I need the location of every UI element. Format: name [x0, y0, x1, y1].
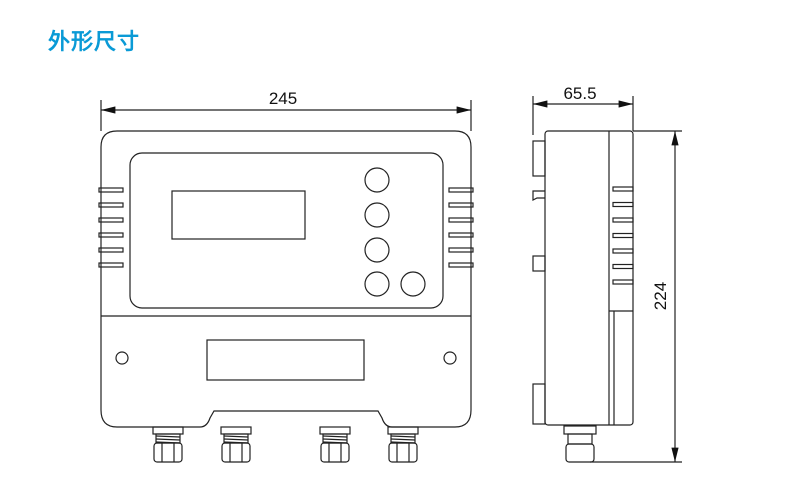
cable-glands: [152, 426, 419, 463]
terminal-cover: [206, 339, 365, 381]
button: [364, 237, 390, 263]
button: [364, 202, 390, 228]
vent-slot: [612, 279, 634, 285]
vent-slot: [448, 232, 474, 238]
display-panel: [129, 152, 444, 309]
vent-slot: [612, 232, 634, 239]
cable-gland: [220, 426, 252, 463]
cable-gland: [387, 426, 419, 463]
vent-slot: [448, 217, 474, 223]
vent-slot: [98, 217, 124, 223]
vent-slot: [612, 248, 634, 254]
vent-slot: [448, 262, 474, 268]
button: [364, 167, 390, 193]
vent-slot: [612, 186, 634, 192]
vent-slot: [612, 217, 634, 223]
vent-slot: [448, 202, 474, 208]
vent-slot: [98, 232, 124, 238]
button: [364, 271, 390, 297]
height-label: 224: [651, 282, 670, 310]
front-view: 245: [98, 89, 474, 463]
side-body: [544, 130, 634, 426]
page-title: 外形尺寸: [48, 30, 141, 55]
vent-slot: [98, 262, 124, 268]
vent-slot: [98, 187, 124, 193]
button: [400, 271, 426, 297]
enclosure-outline: [100, 130, 472, 428]
screw-hole: [443, 351, 457, 365]
keypad-buttons: [364, 167, 426, 297]
depth-label: 65.5: [563, 84, 596, 103]
cable-gland: [319, 426, 351, 463]
lcd-screen: [171, 190, 306, 240]
cable-gland: [152, 426, 184, 463]
vent-slot: [448, 247, 474, 253]
vent-slot: [98, 247, 124, 253]
vent-slots: [98, 187, 474, 268]
vent-slot: [612, 263, 634, 270]
side-view: 65.5 224: [532, 84, 682, 463]
vent-slot: [98, 202, 124, 208]
screw-hole: [115, 351, 129, 365]
vent-slot: [612, 201, 634, 208]
vent-slot: [448, 187, 474, 193]
width-label: 245: [269, 89, 297, 108]
